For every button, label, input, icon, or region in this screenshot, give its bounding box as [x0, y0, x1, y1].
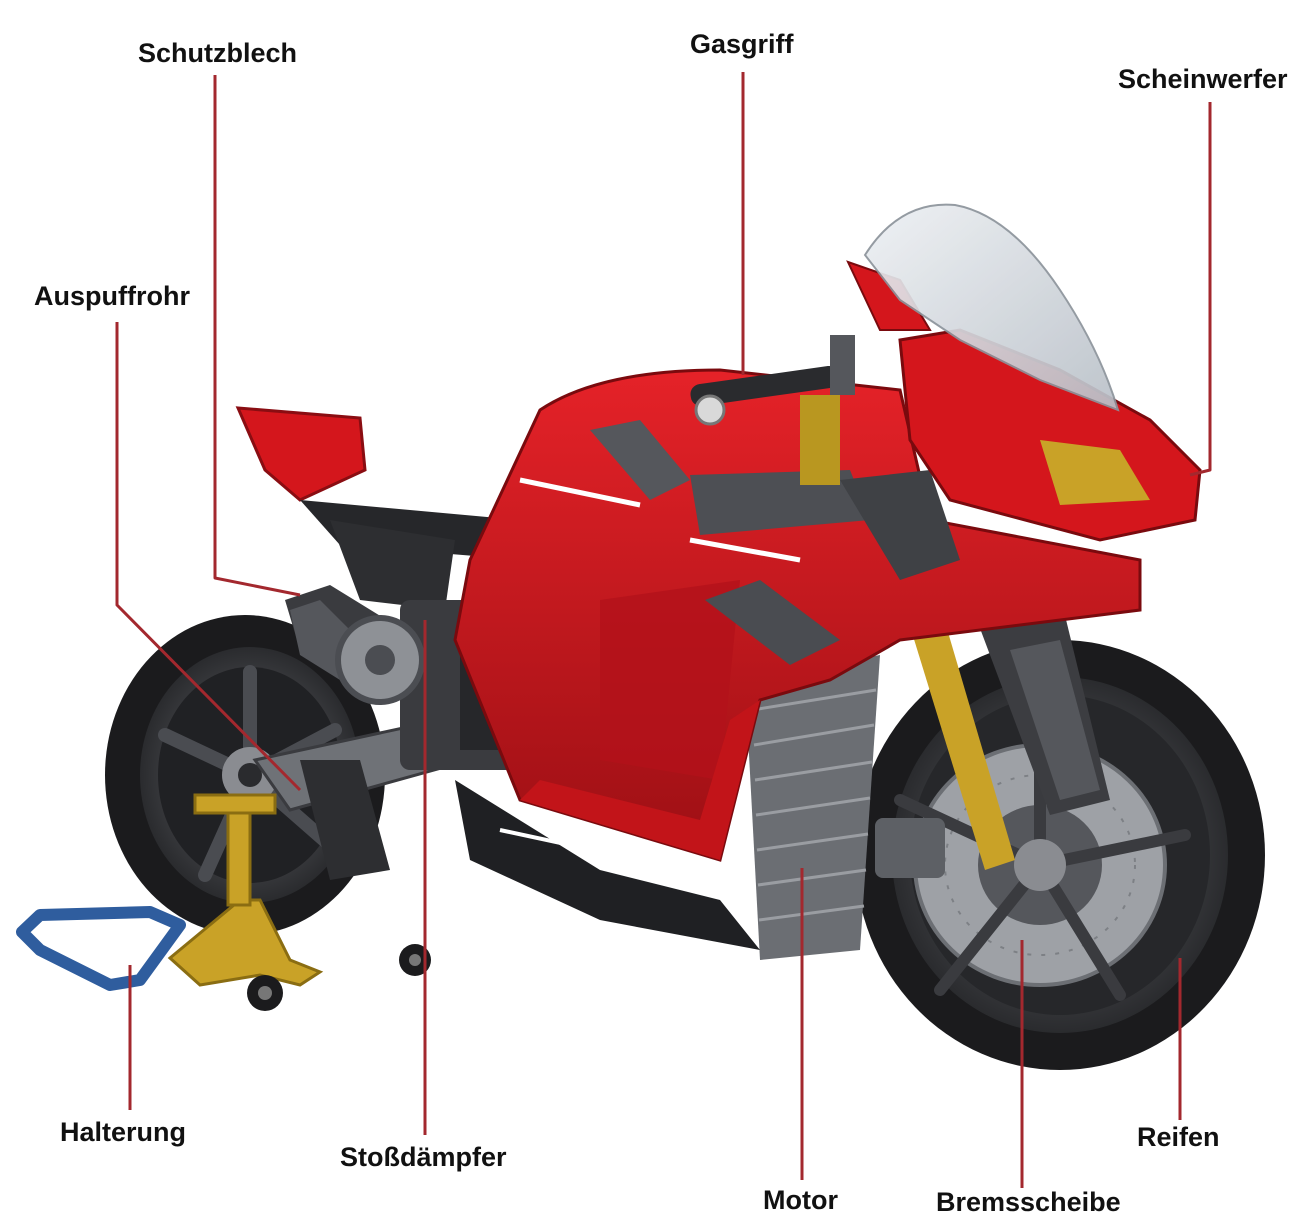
label-gasgriff: Gasgriff: [690, 29, 794, 59]
label-halterung: Halterung: [60, 1117, 187, 1147]
rear-wheel: [105, 615, 385, 935]
label-motor: Motor: [763, 1185, 838, 1215]
leader-lines: [115, 72, 1212, 1188]
label-auspuffrohr: Auspuffrohr: [34, 281, 190, 311]
radiator-grille: [745, 655, 880, 960]
leader-line-auspuffrohr: [115, 322, 302, 792]
front-nose: [846, 260, 1202, 542]
windscreen: [863, 203, 1120, 412]
carbon-vents: [590, 420, 960, 665]
handlebar: [690, 335, 855, 485]
label-schutzblech: Schutzblech: [138, 38, 298, 68]
paddock-stand: [16, 793, 431, 1011]
leader-line-schutzblech: [213, 75, 301, 597]
tail-section: [235, 406, 525, 610]
label-reifen: Reifen: [1137, 1122, 1220, 1152]
label-stossdaempfer: Stoßdämpfer: [340, 1142, 507, 1172]
front-fork: [905, 595, 1110, 870]
label-bremsscheibe: Bremsscheibe: [936, 1187, 1121, 1217]
label-scheinwerfer: Scheinwerfer: [1118, 64, 1288, 94]
leader-line-scheinwerfer: [1189, 102, 1212, 477]
